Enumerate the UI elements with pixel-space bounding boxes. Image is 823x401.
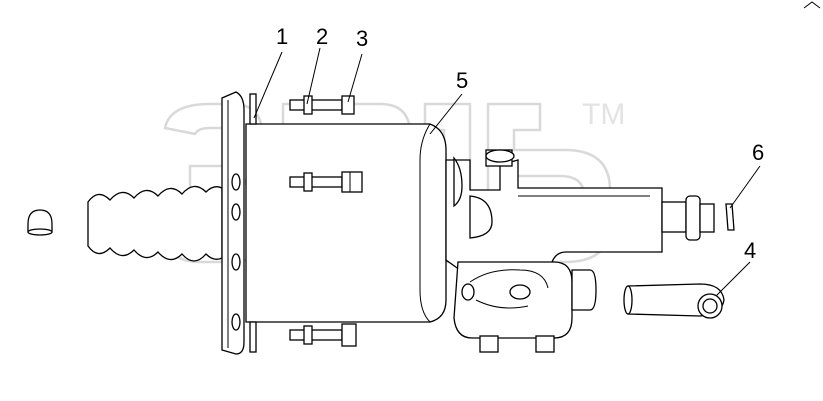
washer-bottom bbox=[249, 321, 257, 353]
shaft-end bbox=[661, 195, 715, 241]
stud-middle bbox=[289, 171, 363, 193]
leader-5 bbox=[429, 93, 463, 135]
lower-valve-housing bbox=[453, 261, 597, 353]
trademark-symbol: TM bbox=[582, 98, 625, 131]
eye-connector bbox=[623, 283, 725, 319]
leader-6 bbox=[729, 165, 761, 209]
leader-1 bbox=[253, 51, 283, 119]
rubber-boot bbox=[87, 185, 223, 262]
callout-2: 2 bbox=[316, 24, 328, 49]
stud-bottom bbox=[289, 323, 357, 347]
leader-2 bbox=[306, 47, 321, 105]
leader-lines bbox=[253, 47, 761, 297]
callout-3: 3 bbox=[356, 26, 368, 51]
cylinder-body bbox=[245, 123, 447, 323]
leader-3 bbox=[347, 53, 363, 103]
leader-4 bbox=[715, 261, 751, 297]
valve-block bbox=[445, 149, 663, 271]
washer-top bbox=[249, 93, 257, 125]
callout-5: 5 bbox=[456, 68, 468, 93]
end-cap bbox=[27, 209, 53, 236]
corner-mark bbox=[803, 1, 821, 9]
stud-top bbox=[289, 95, 355, 115]
callout-labels: 1 2 3 4 5 6 bbox=[276, 24, 764, 263]
callout-4: 4 bbox=[744, 238, 756, 263]
retaining-clip bbox=[725, 203, 735, 231]
callout-6: 6 bbox=[752, 140, 764, 165]
callout-1: 1 bbox=[276, 24, 288, 49]
